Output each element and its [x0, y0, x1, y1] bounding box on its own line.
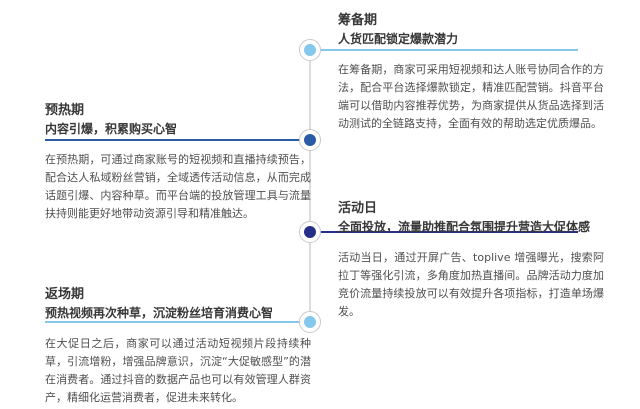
phase-title: 返场期	[45, 287, 85, 302]
timeline-dot-icon	[304, 44, 316, 56]
phase-title: 筹备期	[338, 13, 378, 28]
phase-body: 活动当日，通过开屏广告、toplive 增强曝光，搜索阿拉丁等强化引流，多角度加…	[338, 251, 604, 318]
timeline-dot-icon	[304, 134, 316, 146]
phase-title: 活动日	[338, 201, 378, 216]
connector-line-encore	[45, 321, 300, 323]
connector-line-warmup	[45, 139, 300, 141]
timeline-node-warmup	[299, 129, 321, 151]
timeline-node-encore	[299, 311, 321, 333]
timeline-node-preparation	[299, 39, 321, 61]
phase-subtitle: 预热视频再次种草，沉淀粉丝培育消费心智	[45, 306, 274, 320]
phase-title: 预热期	[45, 103, 85, 118]
phase-subtitle: 人货匹配锁定爆款潜力	[338, 32, 459, 46]
phase-block-activity-day: 活动日 全面投放，流量助推配合氛围提升营造大促体感 活动当日，通过开屏广告、to…	[338, 200, 604, 321]
phase-body: 在筹备期，商家可采用短视频和达人账号协同合作的方法，配合平台选择爆款锁定，精准匹…	[338, 63, 604, 130]
phase-block-encore: 返场期 预热视频再次种草，沉淀粉丝培育消费心智 在大促日之后，商家可以通过活动短…	[45, 286, 311, 407]
timeline-dot-icon	[304, 316, 316, 328]
timeline-node-activity-day	[299, 221, 321, 243]
phase-subtitle: 全面投放，流量助推配合氛围提升营造大促体感	[338, 220, 591, 234]
timeline-dot-icon	[304, 226, 316, 238]
phase-body: 在大促日之后，商家可以通过活动短视频片段持续种草，引流增粉，增强品牌意识，沉淀“…	[45, 337, 311, 404]
phase-block-preparation: 筹备期 人货匹配锁定爆款潜力 在筹备期，商家可采用短视频和达人账号协同合作的方法…	[338, 12, 604, 133]
phase-block-warmup: 预热期 内容引爆，积累购买心智 在预热期，可通过商家账号的短视频和直播持续预告，…	[45, 102, 311, 223]
connector-line-activity-day	[320, 231, 578, 233]
timeline-vertical-line	[309, 50, 311, 322]
connector-line-preparation	[320, 49, 578, 51]
phase-subtitle: 内容引爆，积累购买心智	[45, 122, 178, 136]
phase-body: 在预热期，可通过商家账号的短视频和直播持续预告，配合达人私域粉丝营销，全域透传活…	[45, 153, 311, 220]
